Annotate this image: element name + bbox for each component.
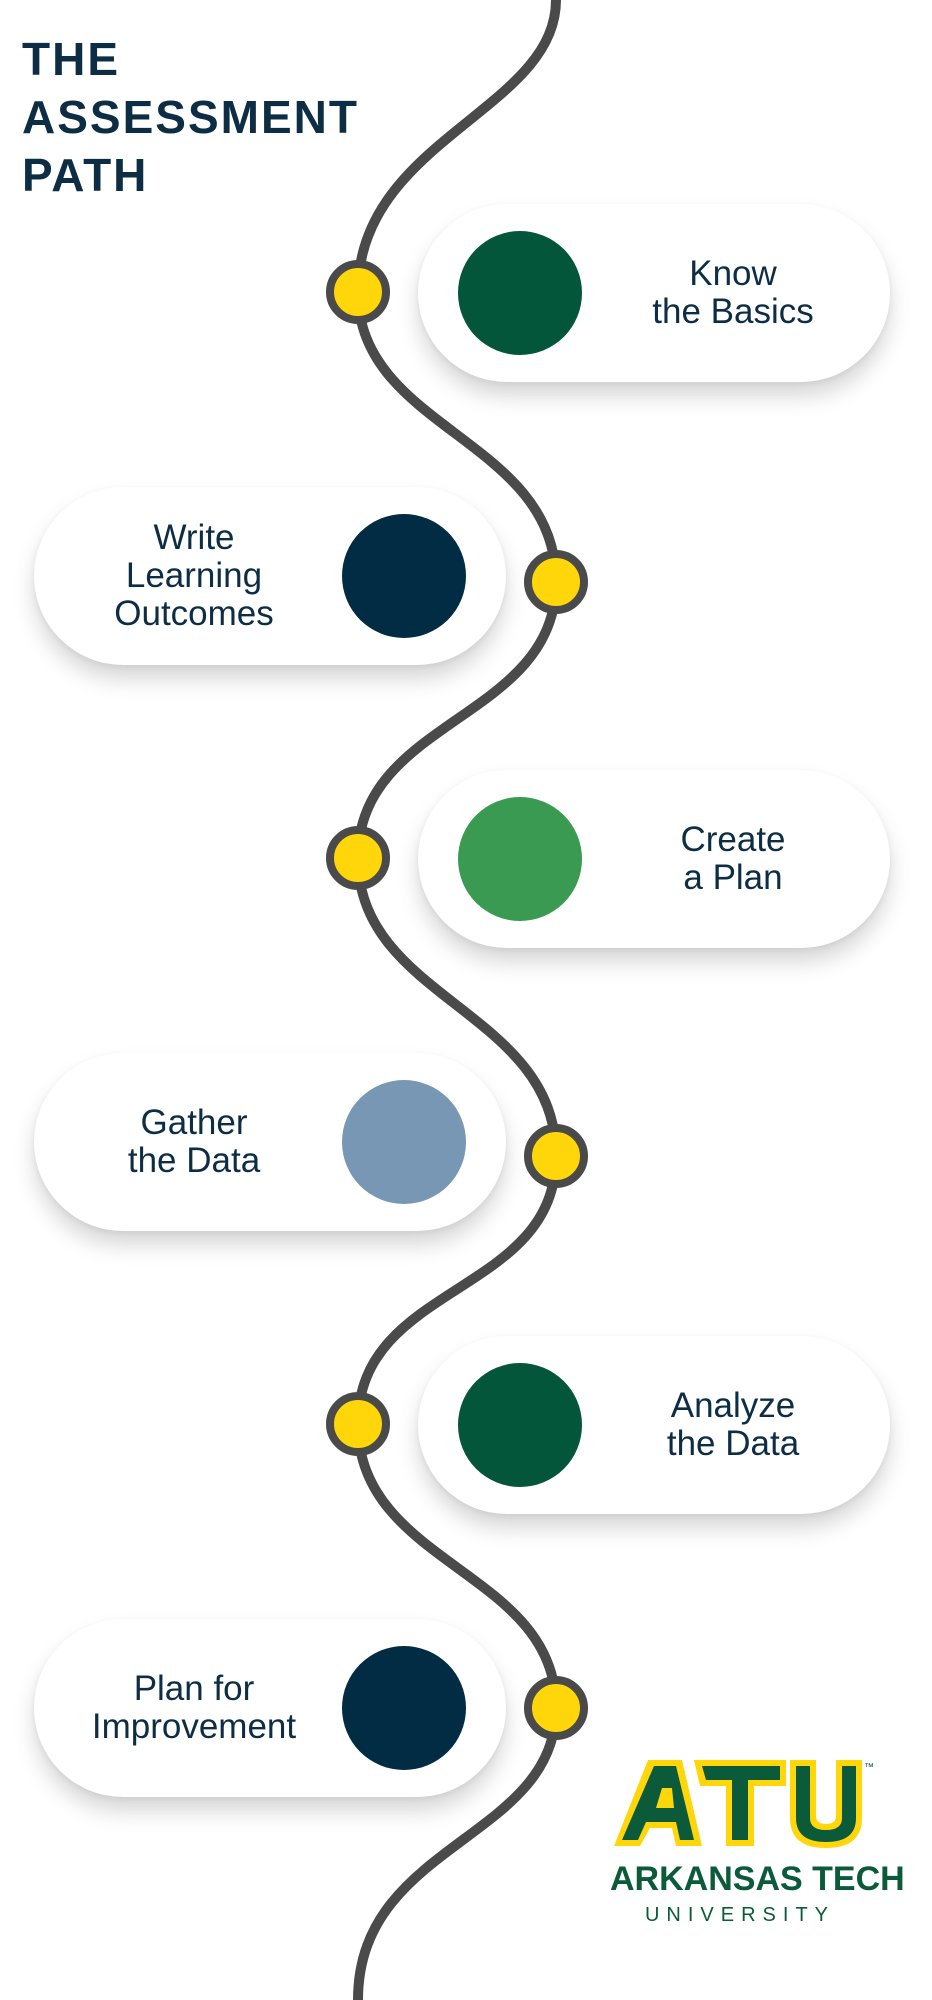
trademark-symbol: ™ [864,1762,874,1773]
step-label-line: Write [153,518,235,557]
step-label-line: Analyze [670,1386,796,1425]
step-write-learning-outcomes: Write Learning Outcomes [34,487,506,665]
step-label-line: Improvement [91,1707,297,1746]
step-know-the-basics: Know the Basics [418,204,890,382]
title-line: PATH [22,149,149,201]
page-title: THE ASSESSMENT PATH [22,30,359,204]
step-label-line: Create [680,820,786,859]
path-node [524,1124,588,1188]
path-node [326,826,390,890]
step-label-line: Outcomes [114,594,274,633]
step-circle [342,1080,466,1204]
title-line: ASSESSMENT [22,91,359,143]
step-label-line: Know [689,254,777,293]
step-label: Write Learning Outcomes [44,487,344,665]
step-label: Create a Plan [588,770,878,948]
step-analyze-the-data: Analyze the Data [418,1336,890,1514]
path-node [524,1676,588,1740]
step-create-a-plan: Create a Plan [418,770,890,948]
path-node [524,550,588,614]
step-label-line: a Plan [683,858,783,897]
step-gather-the-data: Gather the Data [34,1053,506,1231]
atu-logo: ™ ARKANSAS TECH UNIVERSITY [610,1758,905,1938]
step-label-line: Gather [140,1103,248,1142]
winding-path [352,0,562,2000]
step-circle [458,231,582,355]
step-label: Analyze the Data [588,1336,878,1514]
step-label: Gather the Data [44,1053,344,1231]
logo-text-university: UNIVERSITY [644,1904,836,1926]
step-label-line: Plan for [133,1669,255,1708]
step-circle [342,1646,466,1770]
logo-text-arkansas-tech: ARKANSAS TECH [610,1860,905,1898]
step-label: Plan for Improvement [44,1619,344,1797]
title-line: THE [22,33,120,85]
path-node [326,1392,390,1456]
step-circle [458,797,582,921]
step-circle [458,1363,582,1487]
step-plan-for-improvement: Plan for Improvement [34,1619,506,1797]
atu-logo-mark-icon: ™ [614,1760,874,1848]
step-label-line: Learning [125,556,263,595]
path-node [326,260,390,324]
step-circle [342,514,466,638]
step-label-line: the Basics [652,292,814,331]
step-label-line: the Data [666,1424,800,1463]
step-label: Know the Basics [588,204,878,382]
step-label-line: the Data [127,1141,261,1180]
